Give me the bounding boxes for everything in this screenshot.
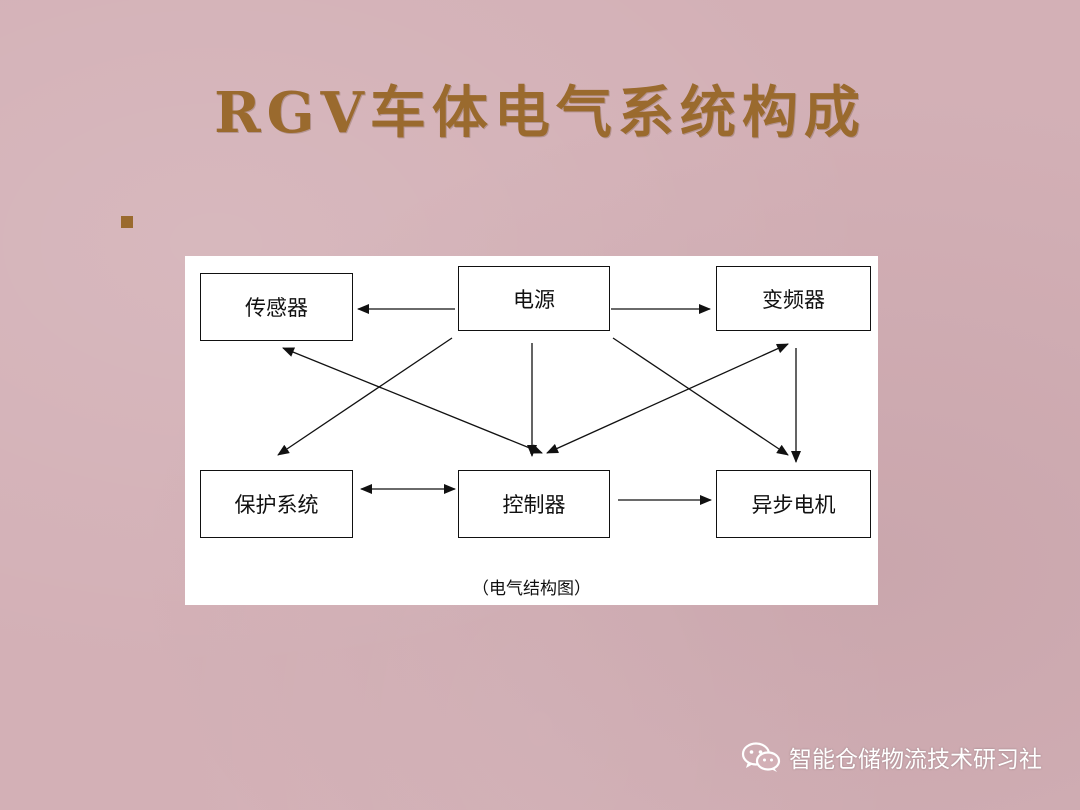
arrow-power-to-protection xyxy=(277,337,453,456)
slide-title: RGV车体电气系统构成 xyxy=(214,80,866,146)
arrow-sensor-controller xyxy=(282,347,543,454)
electrical-structure-diagram: 传感器 电源 变频器 保护系统 控制器 异步电机 （电气结构图） xyxy=(185,256,878,605)
diagram-caption: （电气结构图） xyxy=(472,579,591,599)
node-inverter: 变频器 xyxy=(716,266,871,331)
arrow-inverter-controller xyxy=(546,343,789,454)
bullet-marker xyxy=(121,216,133,228)
node-power: 电源 xyxy=(458,266,610,331)
watermark-text: 智能仓储物流技术研习社 xyxy=(789,747,1042,773)
watermark: 智能仓储物流技术研习社 xyxy=(741,740,1042,774)
node-controller: 控制器 xyxy=(458,470,610,538)
node-protection: 保护系统 xyxy=(200,470,353,538)
wechat-icon xyxy=(741,742,781,772)
diagram-connectors xyxy=(277,304,801,505)
node-motor: 异步电机 xyxy=(716,470,871,538)
node-sensor: 传感器 xyxy=(200,273,353,341)
